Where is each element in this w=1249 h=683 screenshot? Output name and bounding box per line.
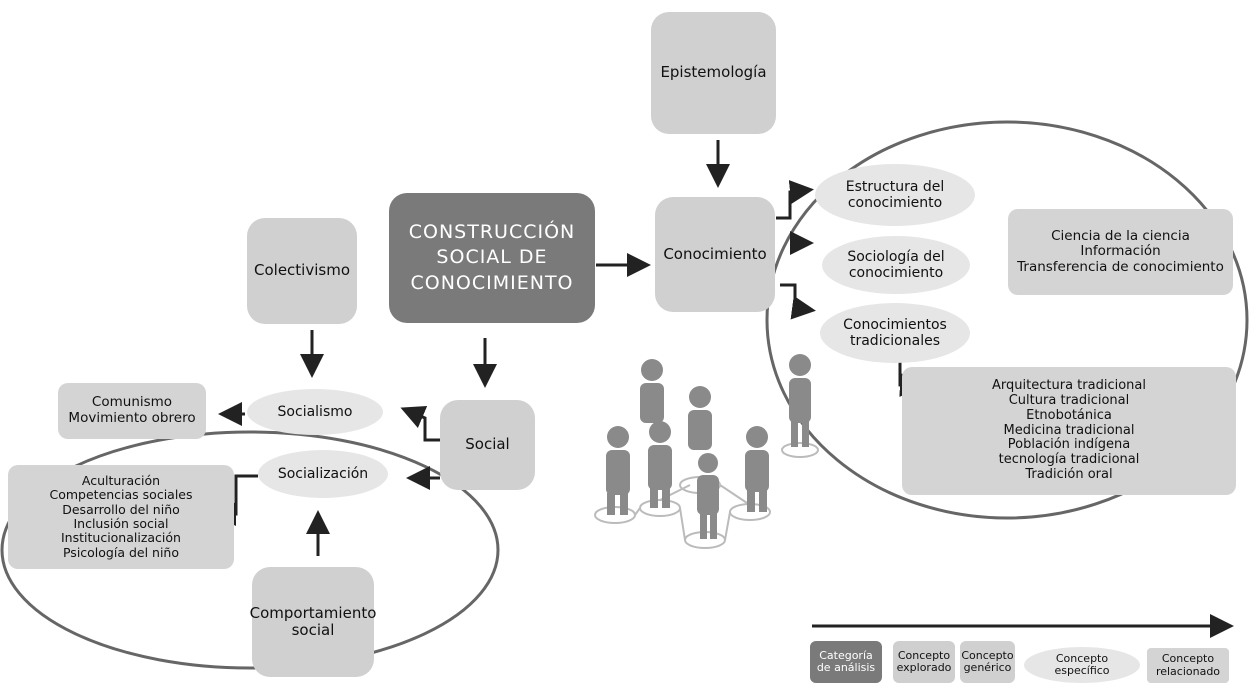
legend-especifico-line-1: Concepto <box>1055 651 1109 665</box>
node-sociologia: Sociología del conocimiento <box>822 236 970 294</box>
aculturacion-item-5: Institucionalización <box>61 530 181 546</box>
comunismo-item-2: Movimiento obrero <box>68 410 196 426</box>
aculturacion-item-1: Aculturación <box>81 472 161 488</box>
related-comunismo: Comunismo Movimiento obrero <box>58 383 206 439</box>
legend-especifico-line-2: específico <box>1054 664 1110 677</box>
tradicional-item-1: Arquitectura tradicional <box>992 377 1146 393</box>
node-socialismo: Socialismo <box>247 389 383 435</box>
legend-relacionado-line-1: Concepto <box>1161 652 1215 666</box>
sociologia-line-2: conocimiento <box>848 265 944 281</box>
node-estructura: Estructura del conocimiento <box>815 164 975 226</box>
estructura-line-2: conocimiento <box>847 195 943 211</box>
legend-categoria-line-2: de análisis <box>816 661 876 674</box>
tradicionales-line-2: tradicionales <box>849 333 940 349</box>
socializacion-label: Socialización <box>277 465 369 482</box>
legend-generico: Concepto genérico <box>960 641 1015 683</box>
tradicionales-line-1: Conocimientos <box>843 316 947 333</box>
legend-categoria: Categoría de análisis <box>810 641 882 683</box>
node-socializacion: Socialización <box>258 450 388 498</box>
legend-categoria-line-1: Categoría <box>819 648 873 662</box>
people-network-illustration <box>594 354 819 549</box>
tradicional-item-6: tecnología tradicional <box>998 452 1140 468</box>
legend-especifico: Concepto específico <box>1024 647 1140 683</box>
sociologia-line-1: Sociología del <box>847 248 945 265</box>
arrow-conocimiento-estructura <box>776 180 814 220</box>
aculturacion-item-2: Competencias sociales <box>49 487 193 503</box>
related-ciencia: Ciencia de la ciencia Información Transf… <box>1008 209 1233 295</box>
comportamiento-line-2: social <box>291 621 335 639</box>
central-line-1: CONSTRUCCIÓN <box>408 220 576 243</box>
node-conocimiento: Conocimiento <box>655 197 775 312</box>
socialismo-label: Socialismo <box>277 403 353 420</box>
left-group-ellipse <box>0 430 500 670</box>
ciencia-item-2: Información <box>1080 243 1161 260</box>
legend-generico-line-2: genérico <box>963 661 1012 674</box>
conocimiento-label: Conocimiento <box>663 244 767 263</box>
tradicional-item-7: Tradición oral <box>1025 467 1113 483</box>
legend-explorado-line-2: explorado <box>896 661 952 674</box>
node-colectivismo: Colectivismo <box>247 218 357 324</box>
central-node: CONSTRUCCIÓN SOCIAL DE CONOCIMIENTO <box>389 193 595 323</box>
central-line-3: CONOCIMIENTO <box>410 271 574 294</box>
legend-explorado-line-1: Concepto <box>897 648 951 662</box>
node-tradicionales: Conocimientos tradicionales <box>820 303 970 363</box>
social-label: Social <box>465 435 510 454</box>
tradicional-item-2: Cultura tradicional <box>1008 392 1130 408</box>
node-social: Social <box>440 400 535 490</box>
arrow-conocimiento-tradicionales <box>780 283 816 320</box>
ciencia-item-1: Ciencia de la ciencia <box>1051 227 1190 244</box>
tradicional-item-4: Medicina tradicional <box>1003 422 1135 438</box>
node-epistemologia: Epistemología <box>651 12 776 134</box>
central-line-2: SOCIAL DE <box>436 246 548 269</box>
ciencia-item-3: Transferencia de conocimiento <box>1017 258 1224 275</box>
epistemologia-label: Epistemología <box>660 63 767 82</box>
tradicional-item-3: Etnobotánica <box>1026 407 1112 423</box>
legend-generico-line-1: Concepto <box>961 648 1014 662</box>
right-group-ellipse <box>765 120 1249 520</box>
related-tradicional: Arquitectura tradicional Cultura tradici… <box>902 367 1236 495</box>
arrow-social-socialismo <box>400 405 440 442</box>
aculturacion-item-3: Desarrollo del niño <box>62 501 180 517</box>
related-aculturacion: Aculturación Competencias sociales Desar… <box>8 465 234 569</box>
comunismo-item-1: Comunismo <box>91 394 173 411</box>
legend-relacionado: Concepto relacionado <box>1147 648 1229 683</box>
aculturacion-item-4: Inclusión social <box>73 516 169 531</box>
tradicional-item-5: Población indígena <box>1007 437 1131 453</box>
legend-explorado: Concepto explorado <box>893 641 955 683</box>
legend-relacionado-line-2: relacionado <box>1155 664 1221 678</box>
colectivismo-label: Colectivismo <box>254 261 350 280</box>
aculturacion-item-6: Psicología del niño <box>62 544 180 560</box>
node-comportamiento-social: Comportamiento social <box>249 567 377 677</box>
comportamiento-line-1: Comportamiento <box>249 603 377 622</box>
estructura-line-1: Estructura del <box>845 178 945 195</box>
